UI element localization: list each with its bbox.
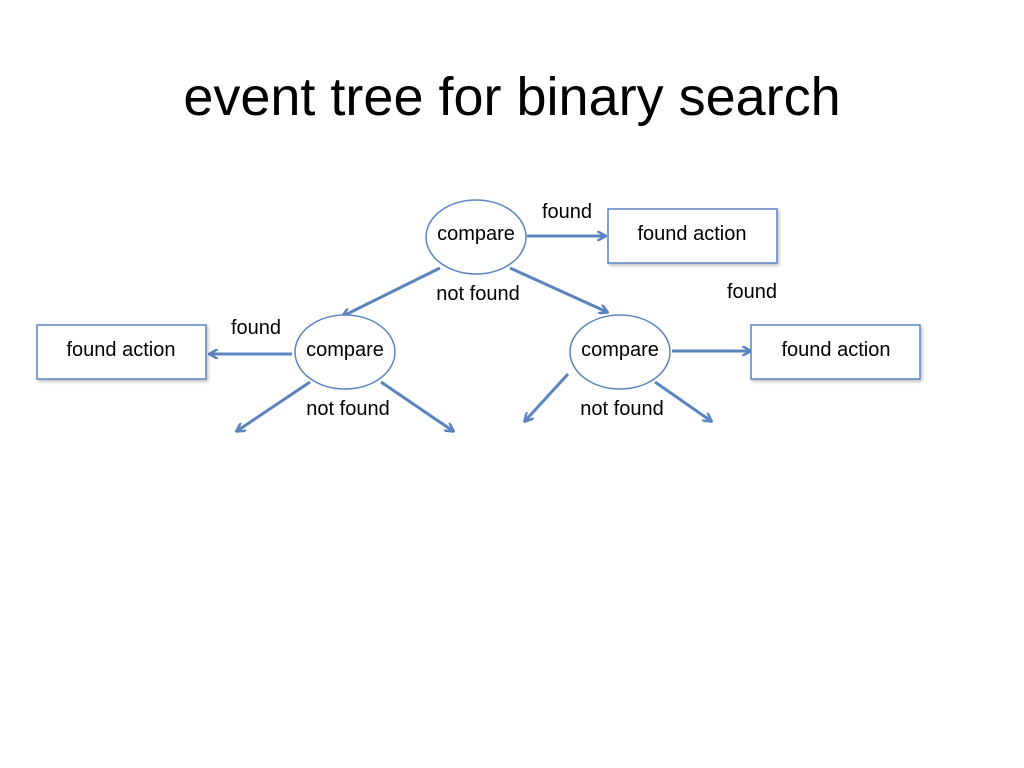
found-action-box-right-label: found action [782, 339, 891, 361]
edge-label-left-found: found [231, 317, 281, 339]
edge-label-right-not-found: not found [580, 398, 663, 420]
compare-node-left: compare [294, 314, 396, 390]
edge-label-left-not-found: not found [306, 398, 389, 420]
edge-label-root-found: found [542, 201, 592, 223]
slide-title: event tree for binary search [183, 67, 841, 127]
found-action-box-right: found action [750, 324, 921, 380]
edge-label-right-found: found [727, 281, 777, 303]
found-action-box-top-label: found action [638, 223, 747, 245]
compare-node-root-label: compare [437, 223, 515, 245]
compare-node-right: compare [569, 314, 671, 390]
edge-root-to-left-arrow [343, 266, 441, 316]
edge-root-to-right-arrow [509, 266, 607, 312]
edge-right-not-found-right-arrow [654, 380, 711, 421]
compare-node-right-label: compare [581, 339, 659, 361]
found-action-box-top: found action [607, 208, 778, 264]
compare-node-root: compare [425, 199, 527, 275]
found-action-box-left: found action [36, 324, 207, 380]
compare-node-left-label: compare [306, 339, 384, 361]
edge-left-not-found-left-arrow [237, 380, 311, 431]
edge-right-not-found-left-arrow [525, 372, 570, 421]
found-action-box-left-label: found action [67, 339, 176, 361]
edge-label-root-not-found: not found [436, 283, 519, 305]
edge-left-not-found-right-arrow [380, 380, 453, 431]
